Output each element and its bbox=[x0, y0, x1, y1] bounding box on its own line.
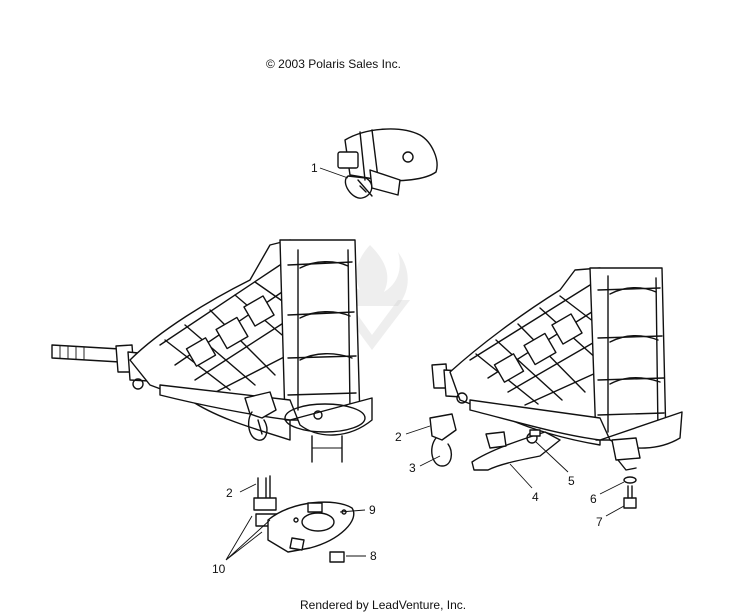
callout-6: 6 bbox=[590, 492, 597, 506]
callout-2b-leader bbox=[405, 425, 431, 435]
callout-5-leader bbox=[535, 441, 569, 473]
callout-9-leader bbox=[339, 509, 366, 513]
callout-2a: 2 bbox=[226, 486, 233, 500]
right-steering-post-assembly bbox=[431, 267, 683, 471]
callout-10: 10 bbox=[212, 562, 226, 576]
callout-9: 9 bbox=[369, 503, 376, 517]
left-steering-post-assembly bbox=[51, 239, 373, 463]
callout-4-leader bbox=[509, 463, 533, 489]
callout-6-leader bbox=[599, 481, 625, 495]
callout-8: 8 bbox=[370, 549, 377, 563]
callout-5: 5 bbox=[568, 474, 575, 488]
left-lower-parts bbox=[253, 475, 355, 563]
callout-3-leader bbox=[419, 455, 441, 467]
callout-1-leader bbox=[319, 167, 349, 179]
part-1-detail-view bbox=[337, 128, 438, 199]
right-lower-parts bbox=[429, 413, 637, 509]
copyright-text: © 2003 Polaris Sales Inc. bbox=[266, 57, 401, 71]
callout-7: 7 bbox=[596, 515, 603, 529]
callout-2b: 2 bbox=[395, 430, 402, 444]
callout-3: 3 bbox=[409, 461, 416, 475]
footer-credit: Rendered by LeadVenture, Inc. bbox=[300, 598, 467, 612]
callout-1: 1 bbox=[311, 161, 318, 175]
callout-7-leader bbox=[605, 505, 625, 517]
callout-10-leader bbox=[225, 515, 271, 561]
callout-4: 4 bbox=[532, 490, 539, 504]
callout-2a-leader bbox=[239, 483, 257, 493]
